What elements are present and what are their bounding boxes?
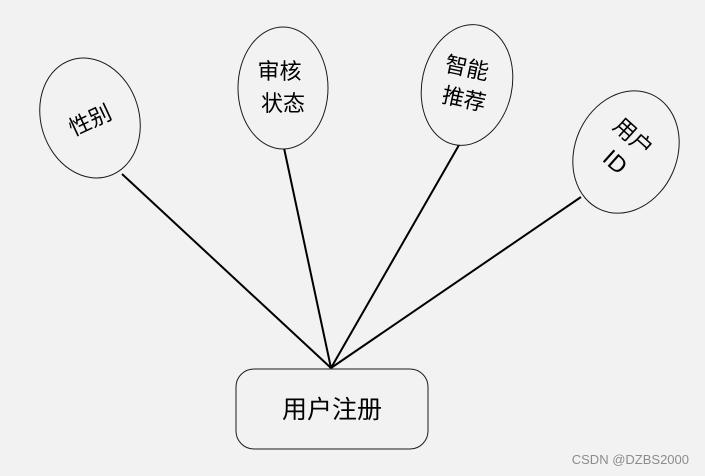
watermark: CSDN @DZBS2000 — [571, 452, 689, 467]
attribute-review-status: 审核 状态 — [237, 26, 329, 150]
edge-review-status — [283, 147, 332, 369]
entity-user-registration: 用户注册 — [235, 368, 429, 450]
connectors — [121, 144, 582, 369]
edge-gender — [121, 173, 332, 369]
attribute-smart-recommend-ellipse — [420, 24, 514, 146]
edge-smart-recommend — [330, 144, 460, 369]
attribute-user-id-ellipse — [572, 90, 680, 214]
attribute-gender-ellipse — [39, 57, 141, 179]
edge-user-id — [330, 196, 582, 369]
attribute-gender: 性别 — [39, 57, 141, 179]
attribute-user-id: 用户 ID — [572, 90, 680, 214]
entity-box — [235, 368, 429, 450]
entity-label: 用户注册 — [282, 395, 382, 424]
attribute-smart-recommend: 智能 推荐 — [420, 24, 514, 146]
attribute-review-status-ellipse — [237, 26, 329, 150]
attribute-review-status-label: 审核 状态 — [257, 60, 308, 117]
